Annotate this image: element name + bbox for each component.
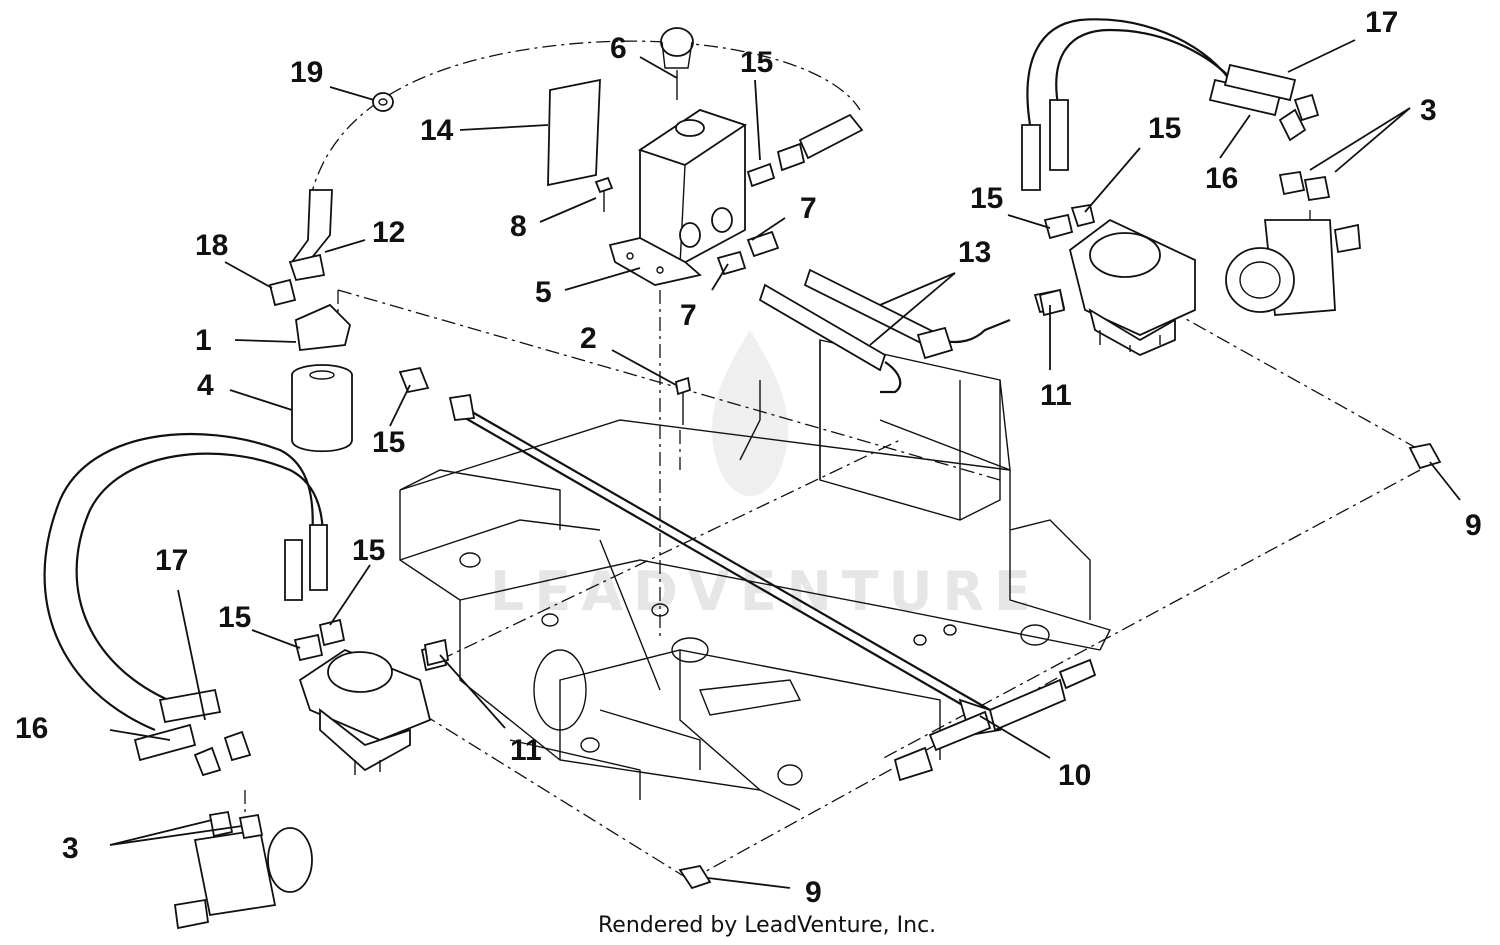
wheel-motor-right: [1225, 170, 1361, 316]
callout-17-left: 17: [155, 544, 188, 577]
callout-16-left: 16: [15, 712, 48, 745]
assembly-lines: [244, 40, 1421, 881]
callout-14: 14: [420, 114, 454, 147]
callout-15-filter: 15: [372, 426, 405, 459]
callout-11-left: 11: [510, 734, 542, 767]
callout-3-left: 3: [62, 832, 79, 865]
callout-15-right-b: 15: [1148, 112, 1181, 145]
callout-1: 1: [195, 324, 212, 357]
callout-10: 10: [1058, 759, 1091, 792]
hose-12-19: [288, 92, 394, 282]
watermark-flame-icon: [711, 330, 789, 497]
callout-15-left-a: 15: [352, 534, 385, 567]
callout-8: 8: [510, 210, 527, 243]
hydraulic-tank: [608, 109, 748, 286]
callout-17-right: 17: [1365, 6, 1398, 39]
leader-lines: [109, 39, 1461, 889]
callout-15-left-b: 15: [218, 601, 251, 634]
watermark-text: LEADVENTURE: [490, 560, 1041, 623]
pump-right: [1033, 203, 1196, 357]
callout-7-lower: 7: [680, 299, 697, 332]
tank-fittings: [716, 113, 864, 276]
callouts: 1 2 3 3 4 5 6 7 7 8 9 9 10 11 11 12 13 1…: [15, 6, 1482, 909]
render-credit: Rendered by LeadVenture, Inc.: [598, 913, 936, 938]
hoses-right: [1021, 18, 1320, 191]
callout-2: 2: [580, 322, 597, 355]
callout-19: 19: [290, 56, 323, 89]
callout-16-right: 16: [1205, 162, 1238, 195]
bolt-8: [594, 176, 614, 212]
decal: [547, 78, 601, 187]
callout-3-right: 3: [1420, 94, 1437, 127]
small-fittings: [423, 288, 1442, 890]
callout-15-tank: 15: [740, 46, 773, 79]
callout-13: 13: [958, 236, 991, 269]
callout-9-bottom: 9: [805, 876, 822, 909]
pump-left: [293, 618, 448, 775]
callout-5: 5: [535, 276, 552, 309]
callout-15-right-a: 15: [970, 182, 1003, 215]
watermark: LEADVENTURE: [490, 330, 1041, 623]
callout-11-right: 11: [1040, 379, 1072, 412]
callout-7-upper: 7: [800, 192, 817, 225]
callout-18: 18: [195, 229, 228, 262]
bolt-2: [674, 376, 692, 425]
callout-6: 6: [610, 32, 627, 65]
hoses-left: [43, 432, 328, 777]
hoses-13: [758, 268, 1011, 394]
tank-cap: [660, 27, 694, 100]
callout-12: 12: [372, 216, 405, 249]
oil-filter-assembly: [268, 278, 430, 453]
wheel-motor-left: [173, 810, 313, 930]
callout-4: 4: [197, 369, 214, 402]
mower-frame: [399, 339, 1111, 811]
callout-9-right: 9: [1465, 509, 1482, 542]
tube-10: [448, 393, 1097, 782]
